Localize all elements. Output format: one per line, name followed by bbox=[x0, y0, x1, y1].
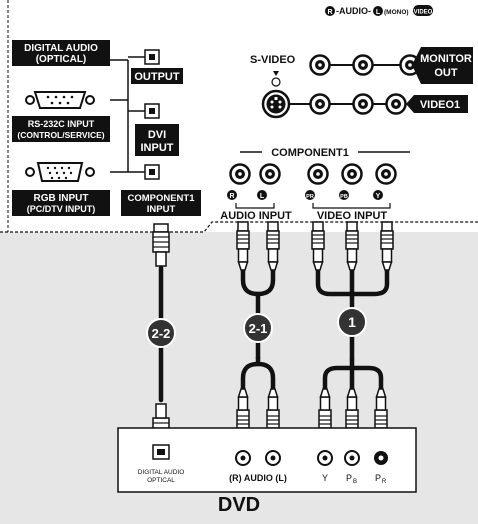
monitor-out-label-line2: OUT bbox=[434, 67, 458, 79]
component1-input-label-line2: INPUT bbox=[147, 204, 176, 215]
optical-plug-top bbox=[152, 223, 170, 267]
svg-text:VIDEO: VIDEO bbox=[414, 10, 433, 16]
digital-audio-label-line1: DIGITAL AUDIO bbox=[24, 43, 98, 54]
dvd-pr-subscript: R bbox=[382, 479, 387, 485]
dvd-pb-jack[interactable] bbox=[344, 450, 360, 466]
component-pr-jack[interactable] bbox=[307, 163, 329, 185]
dvd-y-label: Y bbox=[322, 473, 328, 483]
dvd-y-jack[interactable] bbox=[317, 450, 333, 466]
component1-label: COMPONENT1 bbox=[271, 147, 349, 159]
rs232-label-line2: (CONTROL/SERVICE) bbox=[17, 130, 104, 140]
monitor-out-r-jack[interactable] bbox=[309, 54, 331, 76]
component-y-jack[interactable] bbox=[375, 163, 397, 185]
svg-text:-AUDIO-: -AUDIO- bbox=[336, 6, 371, 16]
video1-label-box bbox=[406, 95, 468, 113]
l-badge bbox=[373, 6, 383, 16]
svg-text:R: R bbox=[229, 193, 234, 200]
dvd-pb-label: P bbox=[346, 473, 352, 483]
svg-text:1: 1 bbox=[348, 314, 356, 330]
component1-input-label-box bbox=[121, 190, 201, 216]
dvi-label-line1: DVI bbox=[148, 129, 166, 141]
dvi-label-line2: INPUT bbox=[141, 142, 174, 154]
dvd-audio-label: (R) AUDIO (L) bbox=[229, 473, 287, 483]
s-video-arrow-icon bbox=[271, 71, 281, 87]
monitor-out-l-jack[interactable] bbox=[352, 54, 374, 76]
svg-text:L: L bbox=[260, 193, 265, 200]
optical-output-port[interactable] bbox=[144, 49, 160, 65]
rs232-label-line1: RS-232C INPUT bbox=[28, 119, 95, 129]
digital-audio-label-box bbox=[12, 40, 110, 66]
video1-l-jack[interactable] bbox=[352, 93, 374, 115]
svg-text:R: R bbox=[327, 9, 332, 16]
rs232-label-box bbox=[12, 116, 110, 142]
video-badge bbox=[413, 5, 433, 16]
s-video-jack[interactable] bbox=[261, 89, 291, 119]
dvd-optical-label-line2: OPTICAL bbox=[147, 477, 175, 484]
svg-text:2-2: 2-2 bbox=[152, 326, 171, 341]
component-audio-r-jack[interactable] bbox=[229, 163, 251, 185]
component1-audio-port[interactable] bbox=[144, 164, 160, 180]
dvd-pb-subscript: B bbox=[353, 479, 357, 485]
monitor-out-label-box bbox=[412, 47, 473, 84]
rgb-port[interactable] bbox=[25, 162, 95, 182]
component1-input-label-line1: COMPONENT1 bbox=[127, 193, 195, 204]
video1-r-jack[interactable] bbox=[309, 93, 331, 115]
cable-badge-2-2: 2-2 bbox=[146, 318, 176, 348]
rgb-label-line2: (PC/DTV INPUT) bbox=[27, 204, 96, 214]
rs232-port[interactable] bbox=[25, 91, 95, 109]
component-audio-l-jack[interactable] bbox=[259, 163, 281, 185]
jack-letter-badges: R L PR PB Y bbox=[227, 190, 383, 200]
dvd-audio-l-jack[interactable] bbox=[265, 450, 281, 466]
monitor-out-label-line1: MONITOR bbox=[420, 53, 472, 65]
svg-text:(MONO): (MONO) bbox=[384, 9, 409, 16]
rgb-label-box bbox=[12, 190, 110, 216]
s-video-label: S-VIDEO bbox=[250, 54, 296, 66]
audio-l-plug-top bbox=[266, 221, 280, 271]
dvd-optical-port[interactable] bbox=[152, 444, 170, 460]
svg-text:Y: Y bbox=[376, 193, 381, 200]
audio-input-label: AUDIO INPUT bbox=[220, 210, 292, 222]
audio-header: R -AUDIO- L (MONO) VIDEO bbox=[325, 5, 433, 16]
pr-plug-top bbox=[311, 221, 325, 271]
svg-text:2-1: 2-1 bbox=[249, 321, 268, 336]
r-badge bbox=[325, 6, 335, 16]
svg-text:PR: PR bbox=[306, 194, 314, 200]
video1-label: VIDEO1 bbox=[420, 99, 460, 111]
video-input-label: VIDEO INPUT bbox=[317, 210, 388, 222]
svg-text:PB: PB bbox=[340, 194, 348, 200]
output-label-box bbox=[131, 68, 183, 84]
rgb-label-line1: RGB INPUT bbox=[34, 193, 89, 204]
output-label: OUTPUT bbox=[134, 71, 180, 83]
y-plug-top bbox=[380, 221, 394, 271]
digital-audio-label-line2: (OPTICAL) bbox=[36, 54, 87, 65]
video1-video-jack[interactable] bbox=[385, 93, 407, 115]
dvd-audio-r-jack[interactable] bbox=[235, 450, 251, 466]
cable-badge-1: 1 bbox=[337, 307, 367, 337]
audio-r-plug-top bbox=[236, 221, 250, 271]
cable-badge-2-1: 2-1 bbox=[243, 313, 273, 343]
dvd-pr-jack[interactable] bbox=[374, 451, 388, 465]
pb-plug-top bbox=[345, 221, 359, 271]
component-pb-jack[interactable] bbox=[341, 163, 363, 185]
dvd-title: DVD bbox=[217, 494, 261, 516]
dvi-label-box bbox=[135, 124, 179, 156]
dvi-input-port[interactable] bbox=[144, 103, 160, 119]
dvd-optical-label-line1: DIGITAL AUDIO bbox=[138, 469, 185, 476]
dvd-pr-label: P bbox=[375, 473, 381, 483]
svg-text:L: L bbox=[376, 9, 381, 16]
